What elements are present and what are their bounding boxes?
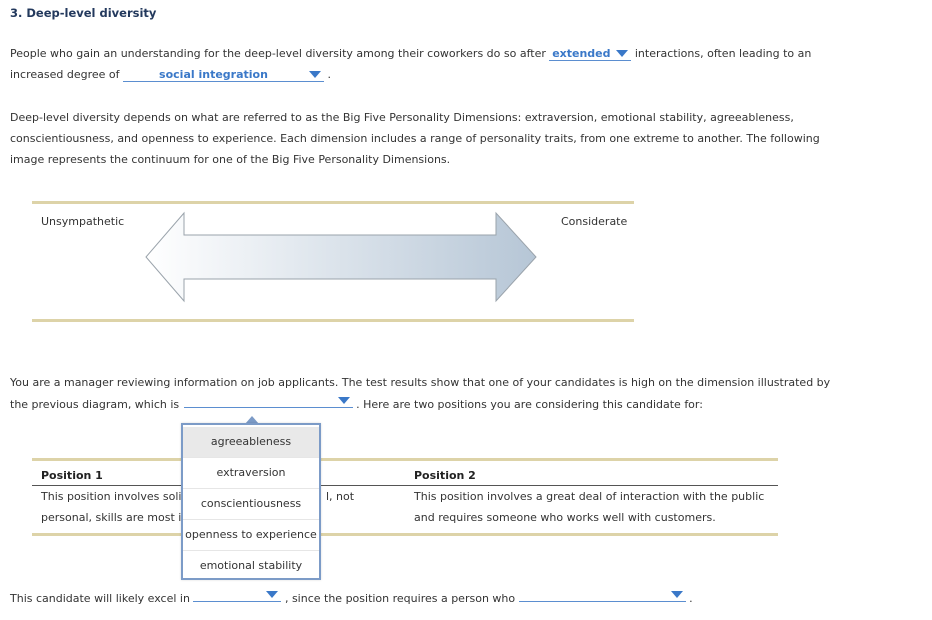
- final-text-before: This candidate will likely excel in: [10, 592, 190, 605]
- paragraph2-line1: Deep-level diversity depends on what are…: [10, 111, 794, 124]
- p1-text-after-select1: interactions, often leading to an: [634, 47, 812, 60]
- dropdown-pointer: [245, 416, 259, 424]
- integration-select[interactable]: social integration: [123, 67, 324, 82]
- option-agreeableness[interactable]: agreeableness: [183, 427, 319, 458]
- diagram-top-rule: [32, 201, 634, 204]
- p1-text-before-select1: People who gain an understanding for the…: [10, 47, 546, 60]
- integration-value: social integration: [159, 68, 268, 81]
- chevron-down-icon: [309, 71, 321, 78]
- position2-desc-line2: and requires someone who works well with…: [414, 511, 716, 524]
- option-emotional-stability[interactable]: emotional stability: [199, 559, 303, 572]
- position1-desc-line1-end: l, not: [326, 490, 355, 503]
- position1-desc-line2: personal, skills are most i: [41, 511, 182, 524]
- paragraph3-line1: You are a manager reviewing information …: [10, 376, 831, 389]
- diagram-bottom-rule: [32, 319, 634, 322]
- final-sentence: This candidate will likely excel in , si…: [10, 587, 693, 609]
- chevron-down-icon: [266, 591, 279, 598]
- continuum-left-label: Unsympathetic: [41, 215, 125, 228]
- paragraph1-line2: increased degree of social integration .: [10, 64, 331, 85]
- interaction-type-value: extended: [552, 47, 611, 60]
- final-text-middle: , since the position requires a person w…: [284, 592, 516, 605]
- table-header-divider: [32, 485, 778, 486]
- double-arrow-icon: [145, 211, 537, 303]
- paragraph3-line2: the previous diagram, which is . Here ar…: [10, 393, 703, 415]
- option-conscientiousness[interactable]: conscientiousness: [183, 489, 319, 520]
- table-bottom-rule: [32, 533, 778, 536]
- table-top-rule: [32, 458, 778, 461]
- paragraph2-line2: conscientiousness, and openness to exper…: [10, 132, 820, 145]
- dimension-dropdown-list[interactable]: agreeableness extraversion conscientious…: [181, 423, 321, 580]
- paragraph1-line1: People who gain an understanding for the…: [10, 43, 811, 64]
- p1-line2-end: .: [327, 68, 332, 81]
- p3-text-before-select: the previous diagram, which is: [10, 398, 180, 411]
- option-openness[interactable]: openness to experience: [183, 520, 319, 551]
- continuum-right-label: Considerate: [561, 215, 628, 228]
- paragraph2-line3: image represents the continuum for one o…: [10, 153, 451, 166]
- position-select[interactable]: [193, 587, 282, 602]
- person-trait-select[interactable]: [518, 587, 686, 602]
- dimension-select[interactable]: [183, 393, 353, 408]
- position2-desc-line1: This position involves a great deal of i…: [414, 490, 765, 503]
- position1-heading: Position 1: [41, 469, 103, 482]
- question-title: 3. Deep-level diversity: [10, 6, 157, 20]
- p1-line2-text: increased degree of: [10, 68, 120, 81]
- final-text-end: .: [689, 592, 693, 605]
- chevron-down-icon: [670, 591, 683, 598]
- position1-desc-line1: This position involves soli: [41, 490, 182, 503]
- chevron-down-icon: [616, 50, 629, 57]
- interaction-type-select[interactable]: extended: [549, 46, 632, 61]
- p3-text-after-select: . Here are two positions you are conside…: [356, 398, 703, 411]
- option-extraversion[interactable]: extraversion: [183, 458, 319, 489]
- position2-heading: Position 2: [414, 469, 476, 482]
- chevron-down-icon: [337, 397, 350, 404]
